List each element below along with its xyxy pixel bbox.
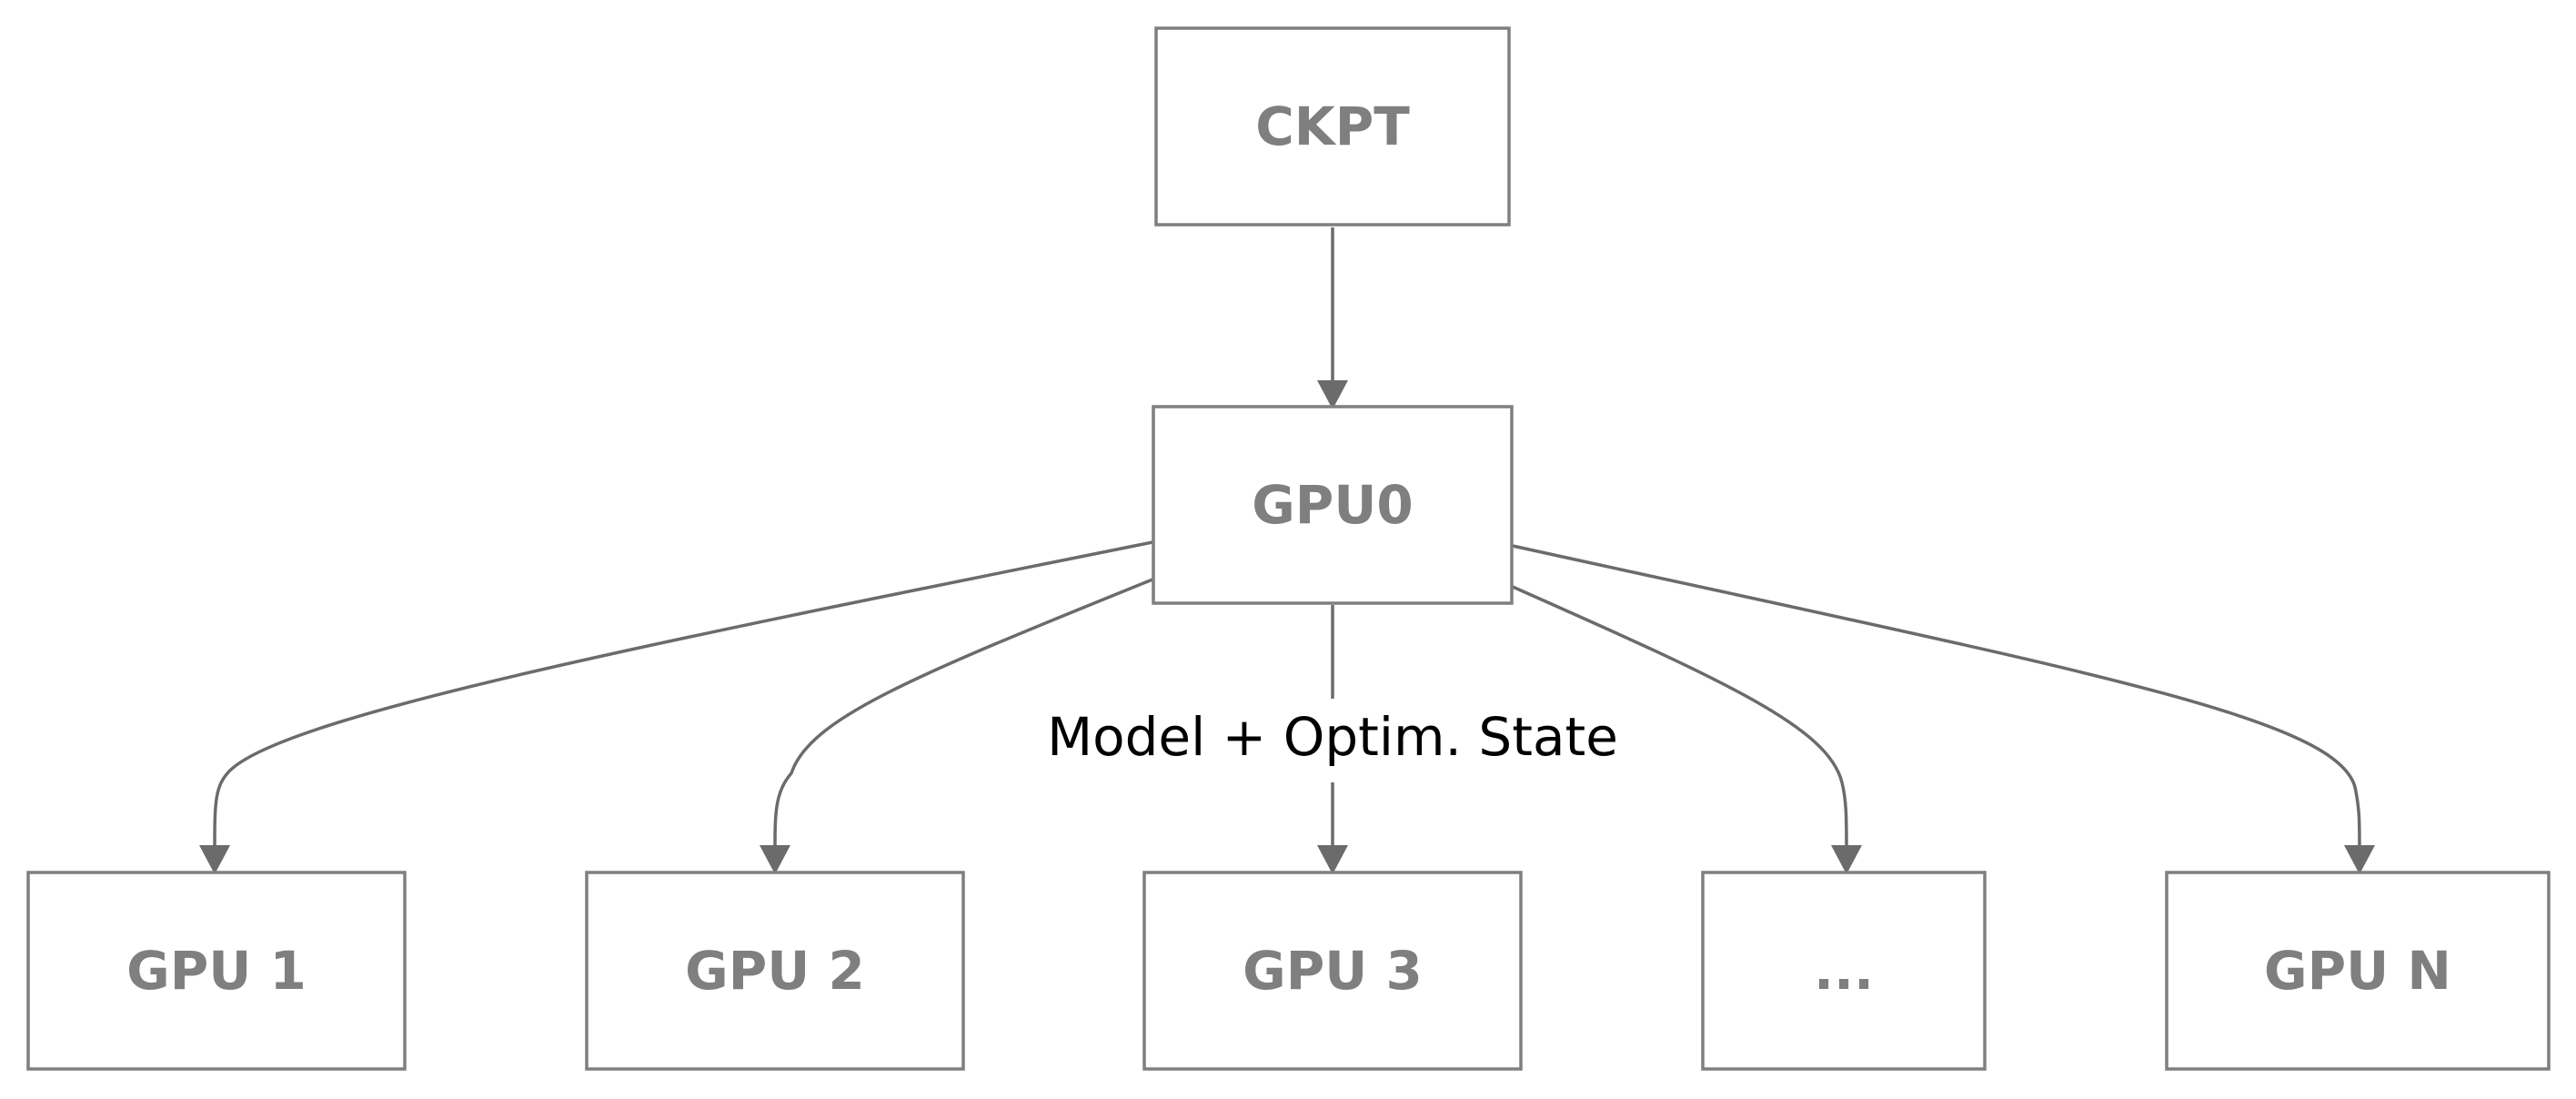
- node-gpu-more-box: [1701, 871, 1987, 1071]
- node-gpu-more-label: ...: [1814, 940, 1874, 1002]
- node-gpun-label: GPU N: [2264, 940, 2451, 1002]
- node-gpu3: GPU 3: [1142, 871, 1523, 1071]
- node-gpu2-box: [585, 871, 965, 1071]
- node-gpu0-box: [1152, 405, 1514, 605]
- edges: [213, 227, 2361, 852]
- node-gpu1-label: GPU 1: [126, 940, 307, 1002]
- node-gpu2-label: GPU 2: [685, 940, 865, 1002]
- node-ckpt-box: [1154, 26, 1511, 227]
- node-gpu1-box: [26, 871, 407, 1071]
- node-gpu0-label: GPU0: [1252, 474, 1414, 536]
- node-gpun-box: [2165, 871, 2551, 1071]
- node-gpu-more: ...: [1701, 871, 1987, 1071]
- node-ckpt: CKPT: [1154, 26, 1511, 227]
- arrowhead-gpu3: [1317, 845, 1348, 874]
- edge-label-group: Model + Optim. State: [1046, 699, 1619, 782]
- arrowhead-more: [1831, 845, 1862, 874]
- edge-label-background: [1046, 699, 1619, 782]
- edge-gpu0-gpu1: [213, 540, 1153, 852]
- arrowheads: [199, 380, 2375, 874]
- arrowhead-gpu1: [199, 845, 230, 874]
- edge-gpu0-gpun: [1512, 544, 2361, 852]
- node-gpun: GPU N: [2165, 871, 2551, 1071]
- node-gpu1: GPU 1: [26, 871, 407, 1071]
- node-gpu3-label: GPU 3: [1243, 940, 1423, 1002]
- node-gpu0: GPU0: [1152, 405, 1514, 605]
- edge-label: Model + Optim. State: [1047, 706, 1618, 768]
- edge-gpu0-gpu2: [773, 578, 1153, 852]
- edge-gpu0-more: [1512, 585, 1848, 852]
- node-gpu2: GPU 2: [585, 871, 965, 1071]
- arrowhead-gpu0: [1317, 380, 1348, 409]
- arrowhead-gpu2: [760, 845, 790, 874]
- arrowhead-gpun: [2344, 845, 2375, 874]
- node-ckpt-label: CKPT: [1255, 96, 1410, 157]
- node-gpu3-box: [1142, 871, 1523, 1071]
